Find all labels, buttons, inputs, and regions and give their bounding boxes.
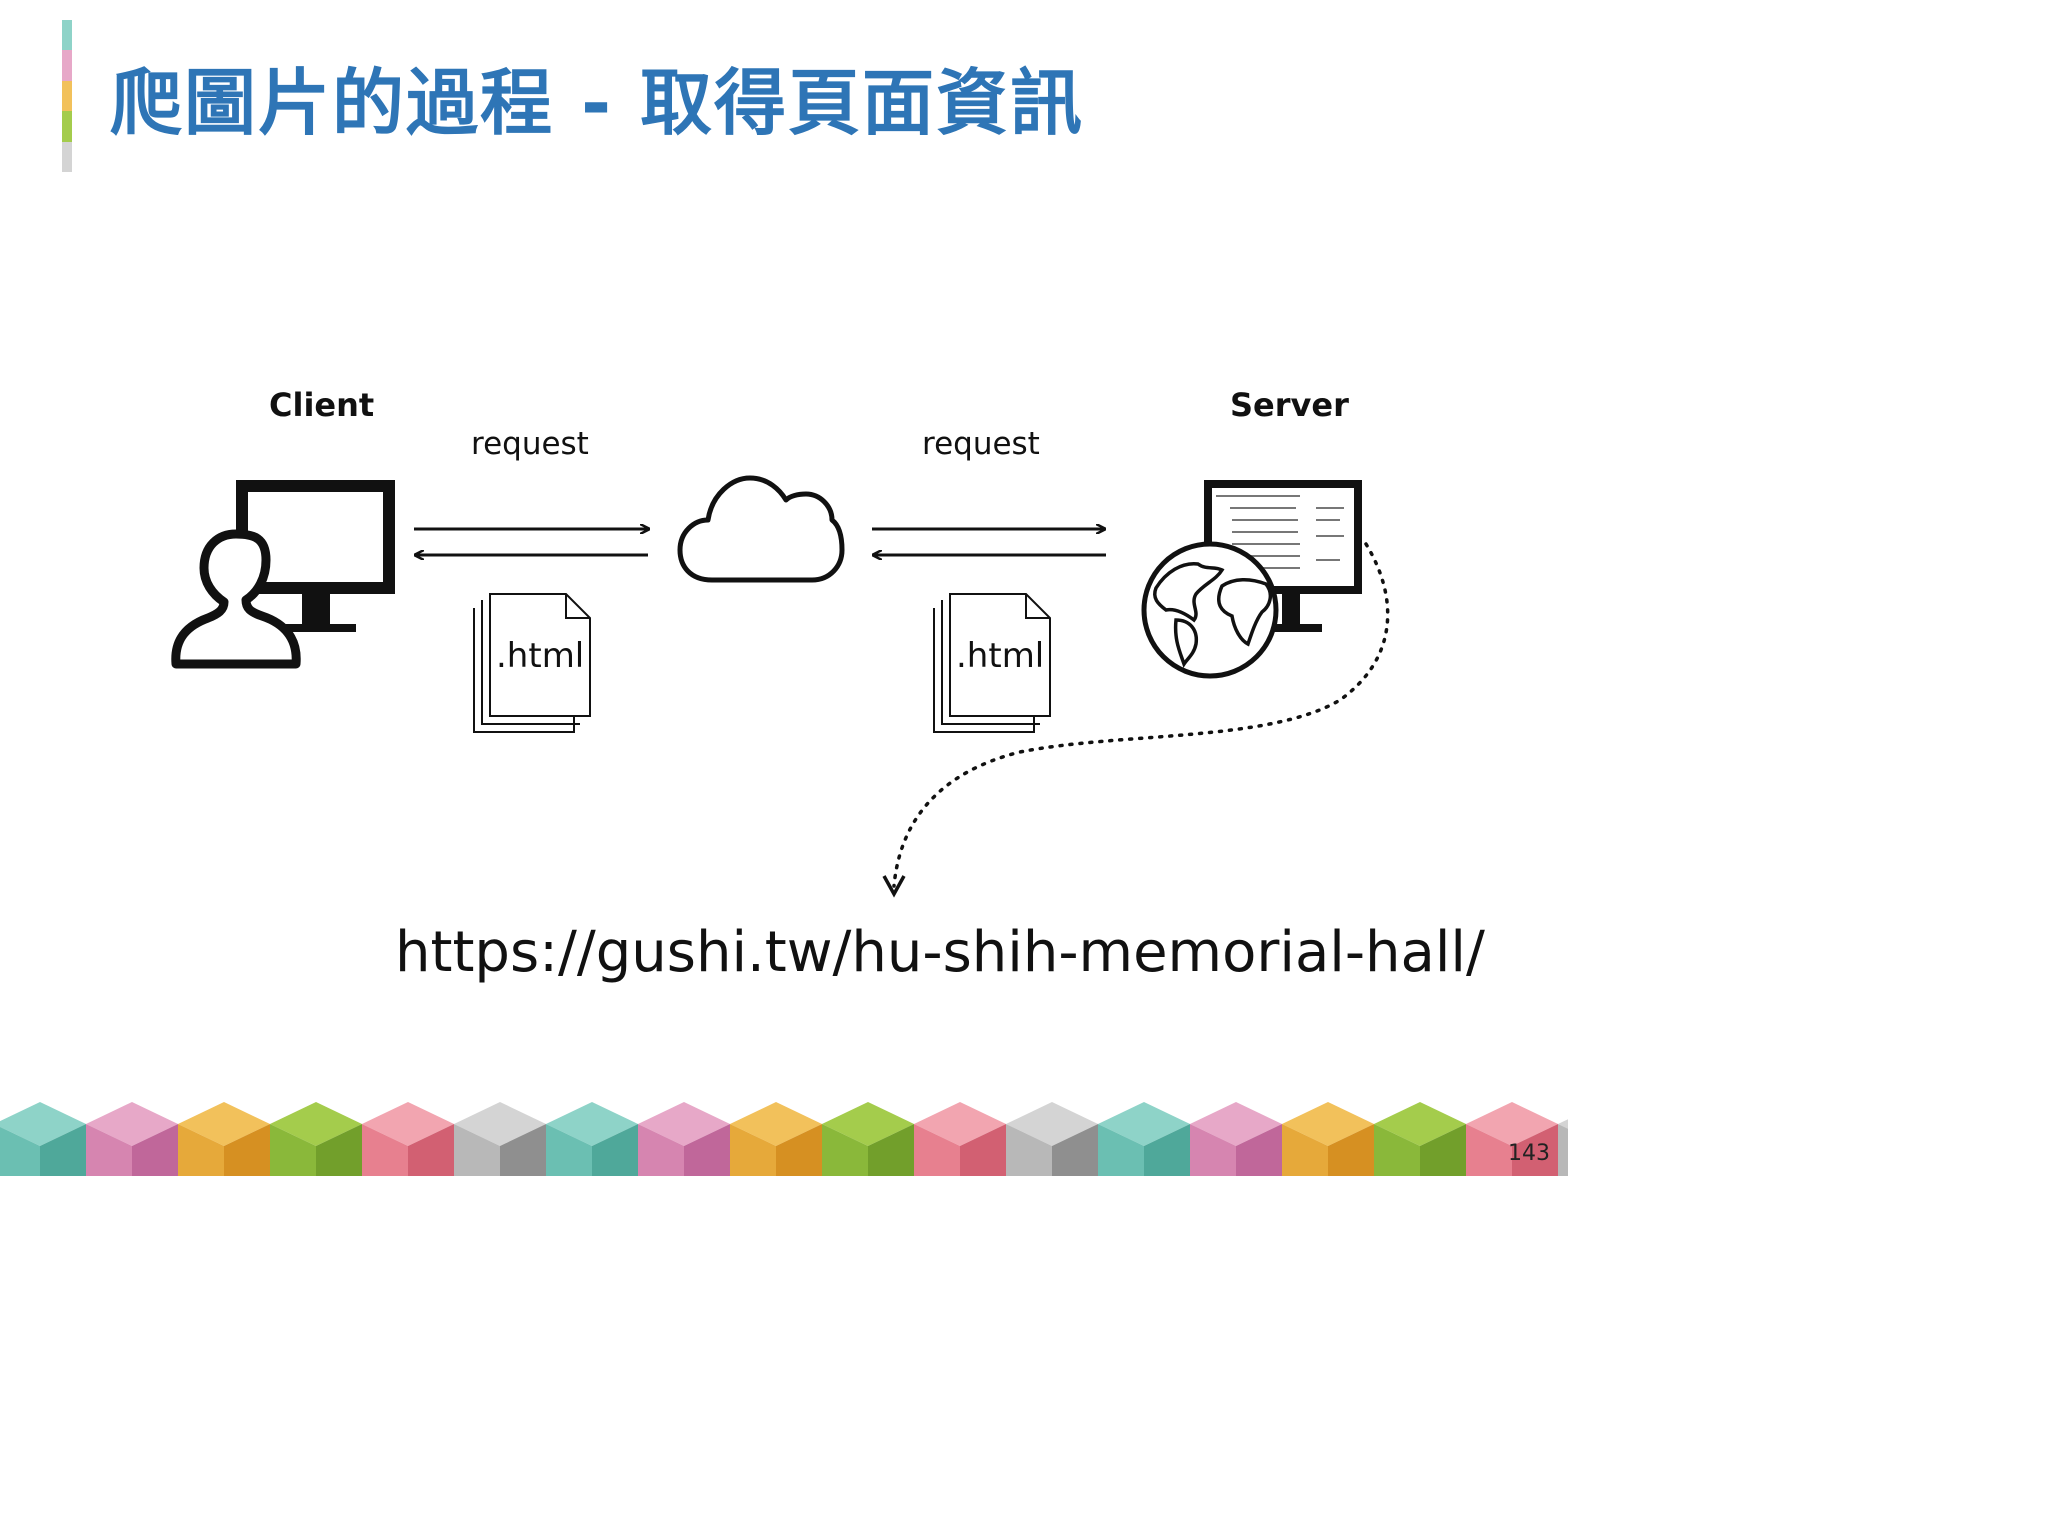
html-file-label-left: .html	[496, 636, 585, 676]
dotted-arrow	[892, 542, 1390, 888]
cube-left	[1006, 1124, 1052, 1176]
cube-left	[86, 1124, 132, 1176]
cube-right	[500, 1124, 546, 1176]
page-number: 143	[1508, 1141, 1550, 1166]
cube-left	[730, 1124, 776, 1176]
request-label-right: request	[922, 426, 1040, 462]
html-file-label-right: .html	[956, 636, 1045, 676]
client-label: Client	[269, 386, 375, 424]
cloud-icon	[677, 475, 845, 583]
cube-right	[776, 1124, 822, 1176]
cube-right	[224, 1124, 270, 1176]
server-label: Server	[1230, 386, 1349, 424]
html-file-icon	[933, 593, 1051, 733]
cube-left	[1190, 1124, 1236, 1176]
cube-top	[1558, 1119, 1568, 1129]
slide-title: 爬圖片的過程 - 取得頁面資訊	[110, 61, 1085, 145]
cube-left	[546, 1124, 592, 1176]
cube-right	[40, 1124, 86, 1176]
cube-top	[0, 1102, 86, 1146]
cube-left	[914, 1124, 960, 1176]
request-label-left: request	[471, 426, 589, 462]
cube-left	[270, 1124, 316, 1176]
cube-left	[1282, 1124, 1328, 1176]
cube-left	[454, 1124, 500, 1176]
cube-left	[0, 1126, 40, 1176]
cube-right	[1052, 1124, 1098, 1176]
accent-bar	[62, 20, 72, 172]
cube-right	[960, 1124, 1006, 1176]
cube-right	[1420, 1124, 1466, 1176]
cube-right	[1236, 1124, 1282, 1176]
url-text: https://gushi.tw/hu-shih-memorial-hall/	[395, 920, 1485, 985]
cube-right	[408, 1124, 454, 1176]
cube-right	[316, 1124, 362, 1176]
cube-right	[1512, 1124, 1558, 1176]
html-file-icon	[473, 593, 591, 733]
cube-right	[132, 1124, 178, 1176]
cube-right	[868, 1124, 914, 1176]
cube-left	[1374, 1124, 1420, 1176]
client-server-diagram	[171, 475, 1390, 898]
cube-right	[684, 1124, 730, 1176]
cube-left	[1558, 1124, 1568, 1176]
cube-left	[178, 1124, 224, 1176]
cube-left	[822, 1124, 868, 1176]
cube-right	[592, 1124, 638, 1176]
cube-right	[1144, 1124, 1190, 1176]
cube-left	[638, 1124, 684, 1176]
cube-footer	[0, 1102, 1568, 1176]
server-globe-icon	[1141, 480, 1362, 679]
cube-left	[1098, 1124, 1144, 1176]
cube-left	[1466, 1124, 1512, 1176]
cube-right	[1328, 1124, 1374, 1176]
user-computer-icon	[171, 480, 395, 669]
cube-left	[362, 1124, 408, 1176]
